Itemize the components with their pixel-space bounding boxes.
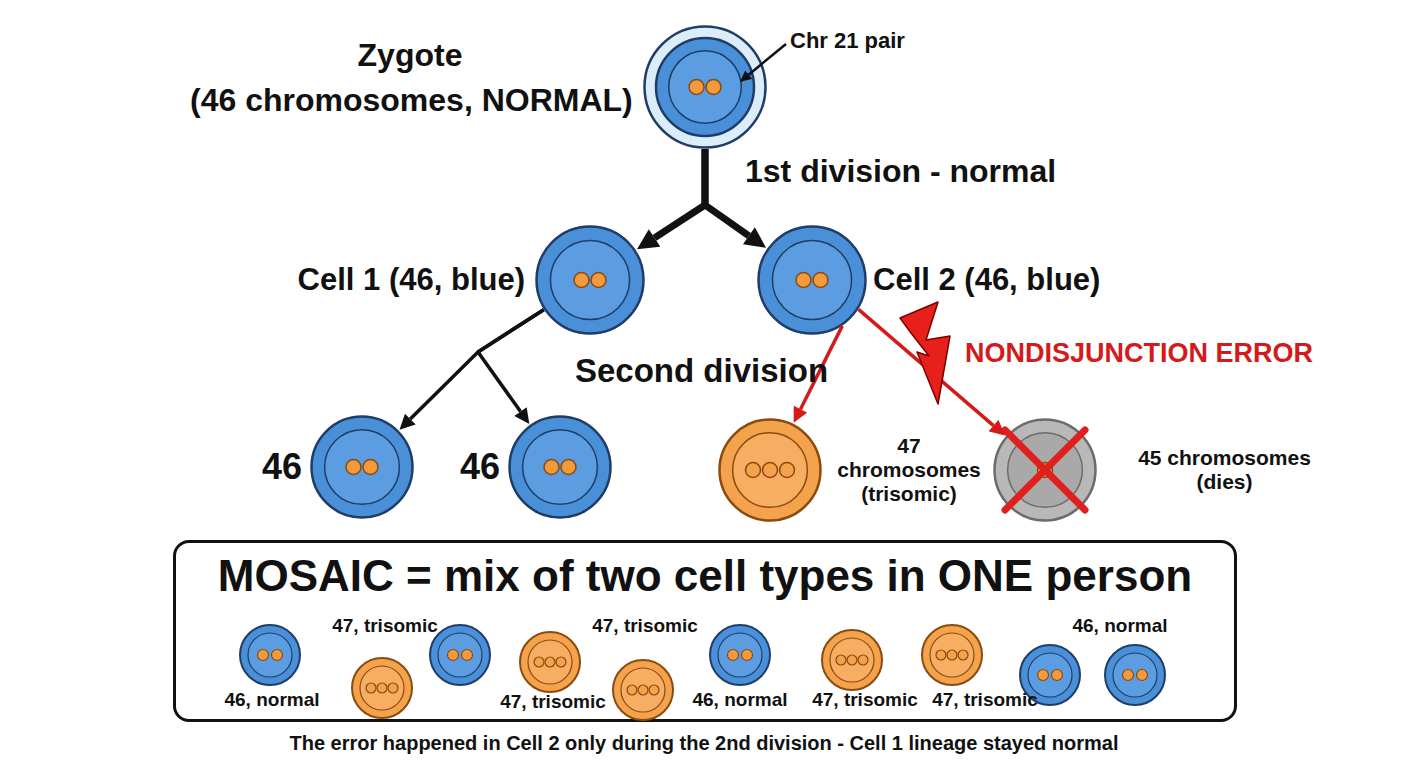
chromosome-dot [574, 273, 589, 288]
connector [410, 310, 543, 419]
normal-cell: Cell 1 (46, blue) [535, 225, 645, 335]
annotation-label: 46, normal [1072, 615, 1167, 637]
zygote-cell: Zygote(46 chromosomes, NORMAL) [643, 25, 767, 149]
chromosome-dot [813, 273, 828, 288]
mosaic-trisomic-cell [613, 660, 673, 720]
normal-cell: 46 [508, 415, 612, 519]
cell-outline [993, 418, 1097, 522]
cross-mark [1005, 430, 1085, 510]
mosaic-normal-cell [240, 625, 300, 685]
node-label: MOSAIC = mix of two cell types in ONE pe… [176, 551, 1234, 602]
chromosome-dot [689, 80, 704, 95]
nucleus-ring [523, 430, 598, 505]
nucleus-ring [325, 430, 400, 505]
annotation-label: NONDISJUNCTION ERROR [965, 338, 1313, 369]
annotation-label: 46, normal [692, 689, 787, 711]
annotation-label: Second division [575, 352, 828, 390]
node-label: 45 chromosomes (dies) [1127, 446, 1322, 494]
annotation-label: 47, trisomic [332, 615, 438, 637]
chromosome-dot [780, 463, 795, 478]
chromosome-dot [746, 463, 761, 478]
cell-membrane [312, 417, 413, 518]
cell-membrane [510, 417, 611, 518]
cell-membrane [656, 38, 754, 136]
node-label: 46 [460, 446, 500, 487]
node-label: 46 [262, 446, 302, 487]
edge-label: 1st division - normal [745, 153, 1056, 190]
chromosome-dot [561, 460, 576, 475]
cell-outline [535, 225, 645, 335]
annotation-label: 46, normal [224, 689, 319, 711]
cross-mark [1005, 430, 1085, 510]
mosaic-normal-cell [1105, 645, 1165, 705]
normal-cell: 46 [310, 415, 414, 519]
chromosome-dot [763, 463, 778, 478]
chromosome-dot [544, 460, 559, 475]
annotation-label: 47, trisomic [932, 689, 1038, 711]
chromosome-dot [591, 273, 606, 288]
connector [655, 149, 706, 238]
mosaic-normal-cell [430, 625, 490, 685]
mosaic-trisomic-cell [922, 625, 982, 685]
nucleus-ring [772, 240, 851, 319]
mosaic-trisomic-cell [352, 658, 412, 718]
trisomic-cell: 47 chromosomes (trisomic) [718, 418, 822, 522]
mosaic-trisomic-cell [520, 632, 580, 692]
cell-membrane [537, 227, 644, 334]
annotation-label: 47, trisomic [592, 615, 698, 637]
annotation-label: Chr 21 pair [790, 28, 905, 53]
cell-outline [757, 225, 867, 335]
cell-membrane [759, 227, 866, 334]
annotation-label: 47, trisomic [500, 691, 606, 713]
chromosome-dot [346, 460, 361, 475]
nucleus-ring [550, 240, 629, 319]
connector [478, 310, 544, 412]
nucleus-ring [733, 433, 808, 508]
chromosome-dot [796, 273, 811, 288]
cell-outline [310, 415, 414, 519]
monosomic-cell: 45 chromosomes (dies) [993, 418, 1097, 522]
annotation-label: 47, trisomic [812, 689, 918, 711]
mosaic-trisomic-cell [822, 630, 882, 690]
node-label: (46 chromosomes, NORMAL) [190, 82, 630, 119]
nucleus-ring [669, 51, 742, 124]
normal-cell: Cell 2 (46, blue) [757, 225, 867, 335]
connector [705, 149, 749, 236]
node-label: Cell 1 (46, blue) [298, 262, 525, 298]
mosaic-normal-cell [710, 625, 770, 685]
cell-outline [718, 418, 822, 522]
node-label: Zygote [190, 37, 630, 74]
chromosome-dot [706, 80, 721, 95]
diagram-caption: The error happened in Cell 2 only during… [0, 732, 1408, 755]
cell-outline [643, 25, 767, 149]
node-label: 47 chromosomes (trisomic) [834, 434, 984, 506]
node-label: Cell 2 (46, blue) [873, 262, 1100, 298]
zona-ring [645, 27, 766, 148]
cell-outline [508, 415, 612, 519]
cell-membrane [995, 420, 1096, 521]
chromosome-dot [363, 460, 378, 475]
cell-membrane [720, 420, 821, 521]
